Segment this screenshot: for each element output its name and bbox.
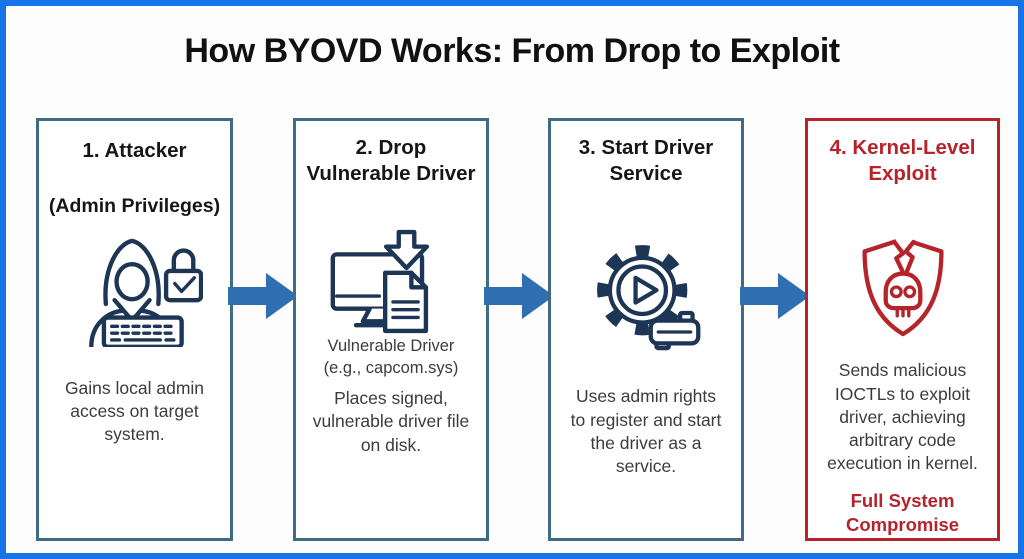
step-box-start-service: 3. Start Driver Service Uses admin right…: [548, 118, 744, 541]
hooded-attacker-icon: [88, 238, 184, 348]
step-box-attacker: 1. Attacker (Admin Privileges): [36, 118, 233, 541]
diagram-title: How BYOVD Works: From Drop to Exploit: [184, 32, 840, 70]
download-arrow-icon: [383, 230, 430, 271]
skull-icon: [883, 271, 922, 318]
step-heading: 4. Kernel-Level Exploit: [829, 136, 976, 186]
step-heading: 3. Start Driver Service: [578, 136, 714, 186]
flow-arrow-1: [228, 273, 298, 319]
padlock-check-icon: [163, 248, 203, 303]
play-icon: [633, 276, 659, 306]
hooded-attacker-with-padlock-icon: [88, 238, 203, 348]
monitor-download-document-icon: [330, 230, 430, 334]
step-result-label: Full System Compromise: [845, 489, 960, 535]
step-description: Gains local admin access on target syste…: [64, 378, 205, 445]
driver-file-icon: [383, 271, 429, 334]
step-description: Sends malicious IOCTLs to exploit driver…: [827, 360, 978, 473]
service-tag-icon: [648, 311, 701, 351]
step-subheading: (Admin Privileges): [48, 195, 221, 218]
cracked-shield-skull-icon: [861, 235, 944, 337]
step-description: Places signed, vulnerable driver file on…: [312, 388, 470, 455]
gear-play-service-icon: [597, 245, 701, 351]
step-box-drop-driver: 2. Drop Vulnerable Driver Vulnerable Dri…: [293, 118, 489, 541]
gear-icon: [597, 245, 688, 336]
flow-arrow-2: [484, 273, 554, 319]
keyboard-icon: [101, 315, 184, 348]
step-description: Uses admin rights to register and start …: [570, 386, 722, 476]
step-heading: 1. Attacker: [82, 139, 187, 162]
step-box-kernel-exploit: 4. Kernel-Level Exploit Sends malicious …: [805, 118, 1000, 541]
icon-caption: Vulnerable Driver (e.g., capcom.sys): [323, 337, 459, 377]
flow-arrow-3: [740, 273, 810, 319]
step-heading: 2. Drop Vulnerable Driver: [306, 136, 476, 186]
